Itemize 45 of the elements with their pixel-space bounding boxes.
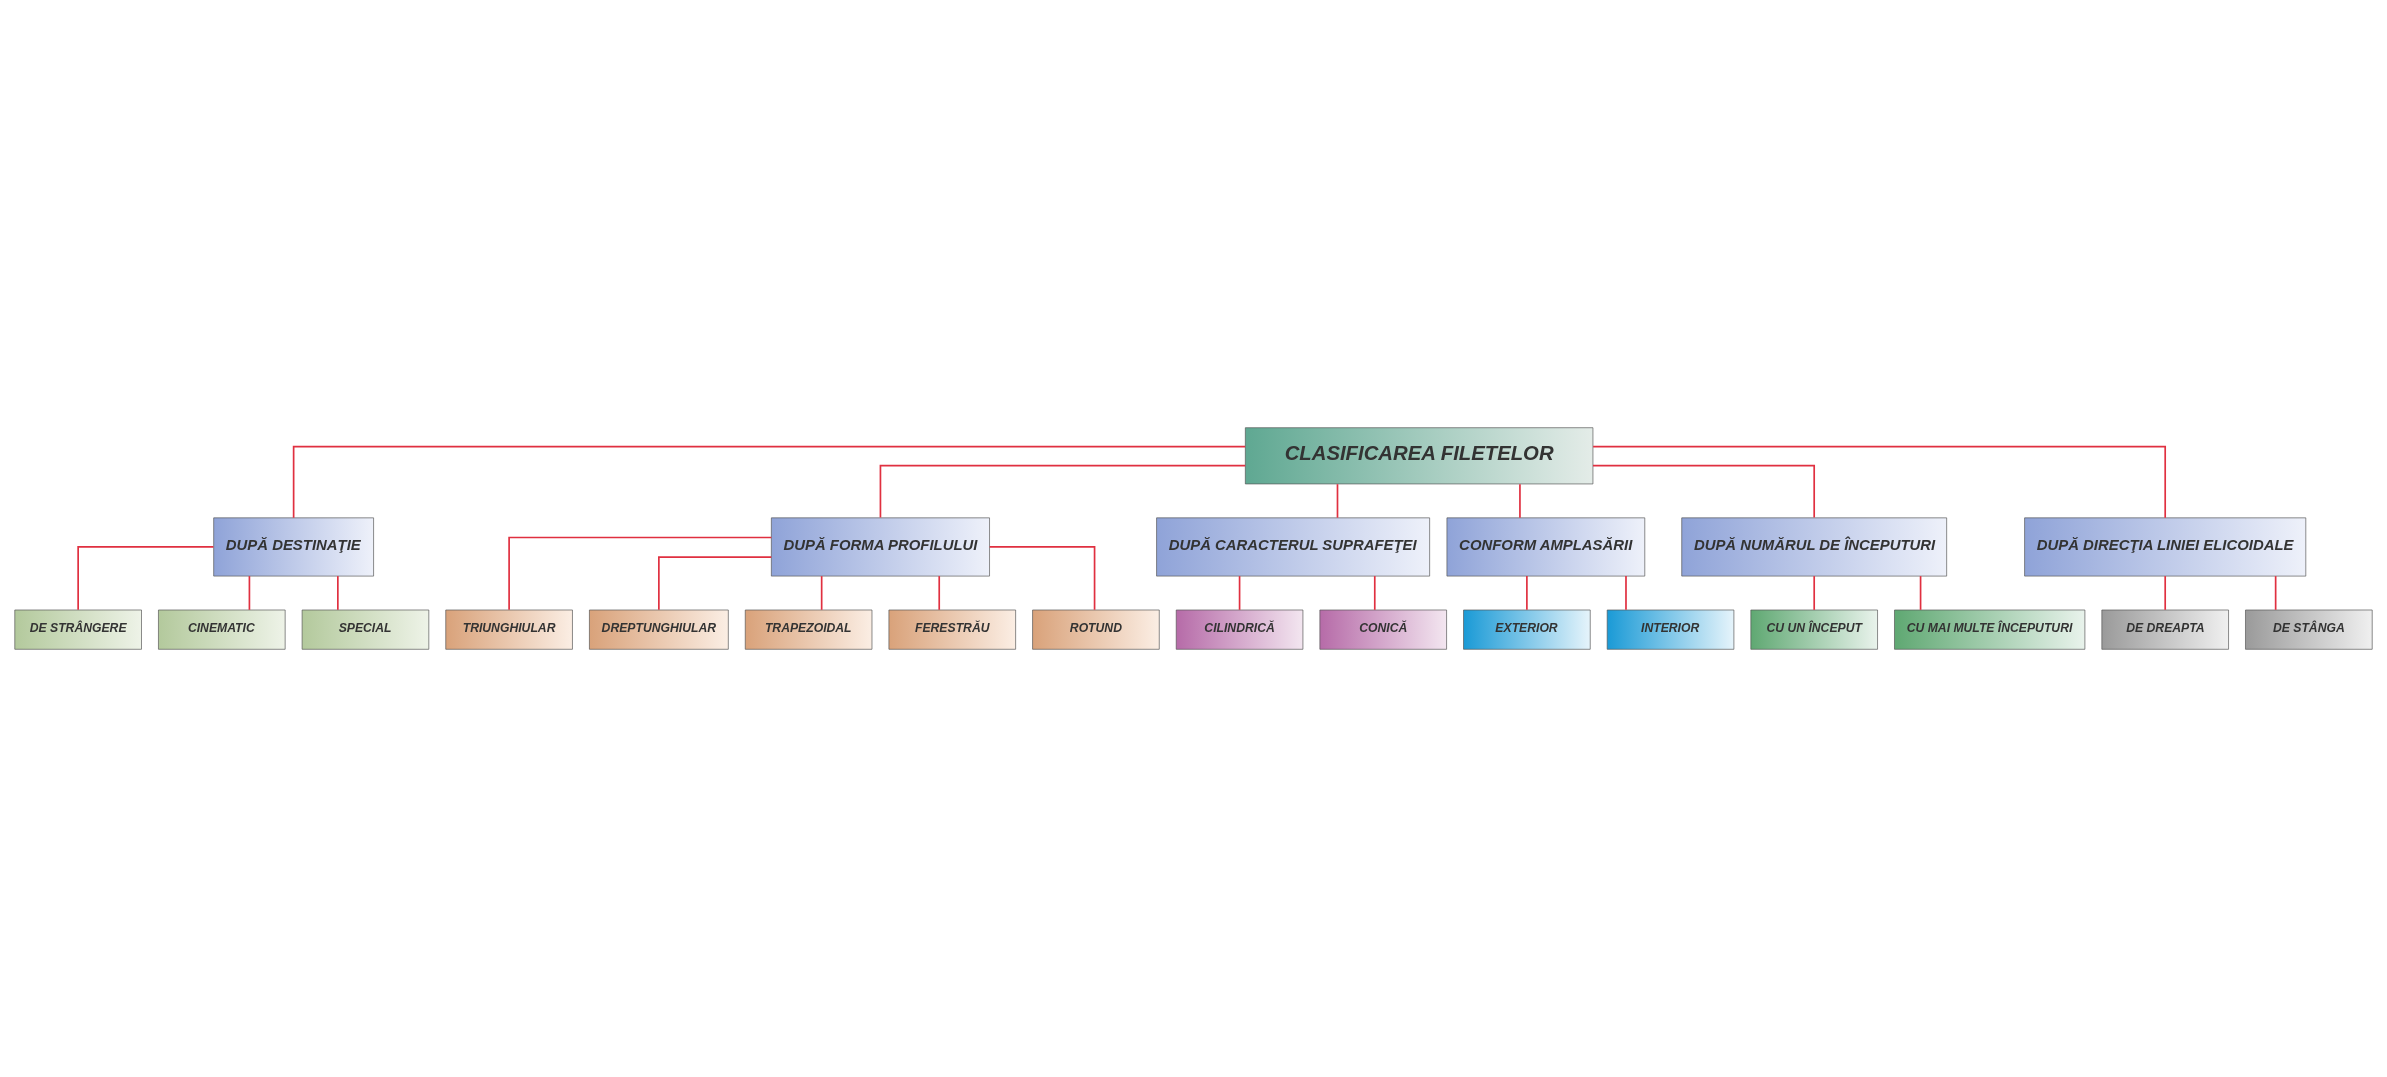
connector bbox=[1625, 575, 1627, 611]
node-box: CILINDRICĂ bbox=[1175, 609, 1304, 650]
connector bbox=[1919, 575, 1922, 611]
connector bbox=[1519, 483, 1521, 519]
node-box: CLASIFICAREA FILETELOR bbox=[1245, 427, 1594, 485]
connector bbox=[820, 575, 823, 611]
connector bbox=[938, 575, 941, 611]
node-box: DUPĂ DESTINAŢIE bbox=[213, 517, 374, 577]
node-box: DREPTUNGHIULAR bbox=[589, 609, 729, 650]
node-box: DUPĂ CARACTERUL SUPRAFEŢEI bbox=[1156, 517, 1430, 577]
node-box: CONICĂ bbox=[1319, 609, 1447, 650]
connector bbox=[77, 546, 215, 611]
connector bbox=[1592, 464, 1816, 519]
connector bbox=[337, 575, 339, 611]
connector bbox=[879, 464, 1246, 519]
connector bbox=[1526, 575, 1528, 611]
node-box: DE STRÂNGERE bbox=[14, 609, 142, 650]
connector bbox=[248, 575, 251, 611]
connector bbox=[1238, 575, 1241, 611]
connector bbox=[1813, 575, 1816, 611]
connector bbox=[2274, 575, 2277, 611]
node-box: DE STÂNGA bbox=[2245, 609, 2373, 650]
node-box: DUPĂ DIRECŢIA LINIEI ELICOIDALE bbox=[2024, 517, 2307, 577]
node-box: DE DREAPTA bbox=[2101, 609, 2229, 650]
node-box: CONFORM AMPLASĂRII bbox=[1446, 517, 1646, 577]
node-box: CINEMATIC bbox=[158, 609, 286, 650]
connector bbox=[508, 536, 773, 611]
node-box: INTERIOR bbox=[1606, 609, 1735, 650]
connector bbox=[2164, 575, 2167, 611]
node-box: SPECIAL bbox=[301, 609, 430, 650]
connector bbox=[1592, 445, 2167, 519]
node-box: TRIUNGHIULAR bbox=[445, 609, 573, 650]
node-box: DUPĂ NUMĂRUL DE ÎNCEPUTURI bbox=[1681, 517, 1947, 577]
node-box: EXTERIOR bbox=[1463, 609, 1591, 650]
node-box: TRAPEZOIDAL bbox=[744, 609, 873, 650]
node-box: CU MAI MULTE ÎNCEPUTURI bbox=[1894, 609, 2086, 650]
connector bbox=[1336, 483, 1339, 519]
connector bbox=[658, 556, 773, 611]
connector bbox=[1373, 575, 1376, 611]
node-box: CU UN ÎNCEPUT bbox=[1750, 609, 1878, 650]
connector bbox=[292, 445, 1246, 519]
node-box: ROTUND bbox=[1032, 609, 1160, 650]
node-box: DUPĂ FORMA PROFILULUI bbox=[771, 517, 990, 577]
connector bbox=[988, 546, 1096, 611]
node-box: FERESTRĂU bbox=[888, 609, 1016, 650]
